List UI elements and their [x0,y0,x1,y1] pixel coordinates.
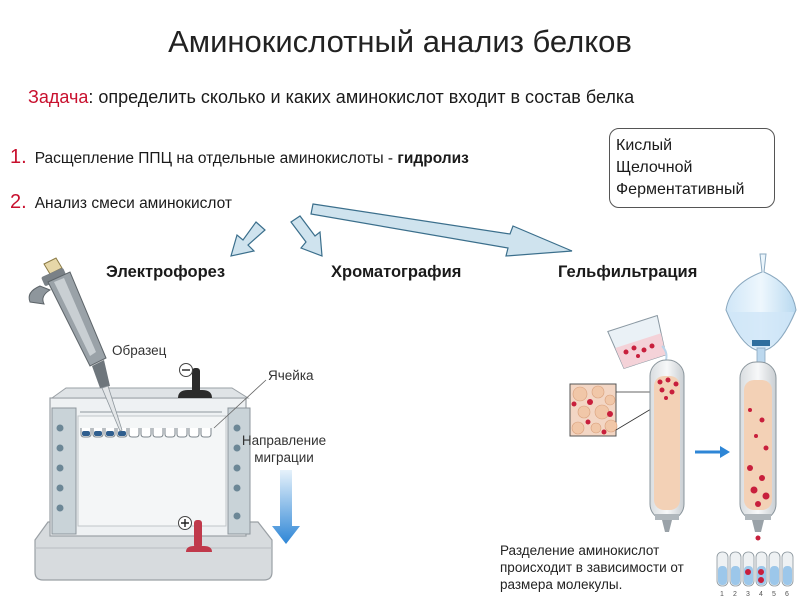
fraction-number: 5 [772,591,776,598]
hydrolysis-acid: Кислый [616,137,673,154]
hydrolysis-alkaline: Щелочной [616,159,693,176]
page-title: Аминокислотный анализ белков [168,24,632,59]
arrow-to-electrophoresis [230,221,266,257]
step-2: 2. Анализ смеси аминокислот [10,191,232,214]
step-2-text: Анализ смеси аминокислот [34,195,232,212]
step-1: 1. Расщепление ППЦ на отдельные аминокисл… [10,146,469,169]
step-1-bold: гидролиз [397,150,469,167]
task-text: : определить сколько и каких аминокислот… [88,87,635,107]
task-prefix: Задача [28,87,89,107]
hydrolysis-types-box: Кислый Щелочной Ферментативный [609,128,775,208]
step-1-text: Расщепление ППЦ на отдельные аминокислот… [34,150,398,167]
gelfiltration-apparatus [569,253,797,587]
arrow-to-gelfiltration [310,203,573,257]
task-statement: Задача: определить сколько и каких амино… [28,87,634,108]
migration-direction-arrow [272,470,300,544]
step-2-number: 2. [10,191,27,213]
label-migration-direction: Направление миграции [241,433,327,465]
fraction-number: 4 [759,591,763,598]
fraction-number: 1 [720,591,724,598]
gelfiltration-note: Разделение аминокислот происходит в зави… [500,543,684,592]
arrow-to-chromatography [290,215,323,257]
label-well: Ячейка [268,368,314,383]
fraction-number: 6 [785,591,789,598]
label-sample: Образец [112,343,167,358]
pipette-icon [28,257,123,432]
method-gelfiltration: Гельфильтрация [558,263,698,281]
hydrolysis-enzymatic: Ферментативный [616,181,745,198]
step-1-number: 1. [10,146,27,168]
fraction-number: 3 [746,591,750,598]
method-chromatography: Хроматография [331,263,462,281]
method-electrophoresis: Электрофорез [106,263,226,281]
fraction-number: 2 [733,591,737,598]
electrophoresis-apparatus [34,363,273,581]
